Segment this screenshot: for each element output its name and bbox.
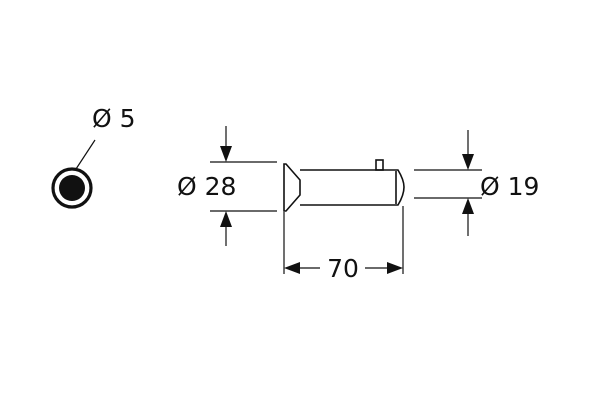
front-view bbox=[283, 159, 405, 212]
shaft-diameter-label: Ø 19 bbox=[480, 172, 539, 201]
shaft-arrow-top-head bbox=[462, 154, 474, 170]
pin-diameter-leader bbox=[75, 139, 96, 170]
length-dimension: 70 bbox=[283, 206, 404, 283]
flange-diameter-dimension: Ø 28 bbox=[177, 126, 277, 246]
shaft-arrow-bottom-head bbox=[462, 198, 474, 214]
shaft bbox=[300, 169, 405, 206]
shaft-diameter-dimension: Ø 19 bbox=[414, 130, 539, 236]
flange-diameter-label: Ø 28 bbox=[177, 172, 236, 201]
length-arrow-left-head bbox=[284, 262, 300, 274]
length-label: 70 bbox=[327, 254, 359, 283]
flange-arrow-bottom-head bbox=[220, 211, 232, 227]
cross-pin bbox=[375, 159, 384, 171]
end-view: Ø 5 bbox=[51, 104, 136, 209]
flange bbox=[283, 163, 301, 212]
pin-diameter-label: Ø 5 bbox=[92, 104, 136, 133]
end-view-pin-disc bbox=[59, 175, 85, 201]
length-arrow-right-head bbox=[387, 262, 403, 274]
flange-arrow-top-head bbox=[220, 146, 232, 162]
